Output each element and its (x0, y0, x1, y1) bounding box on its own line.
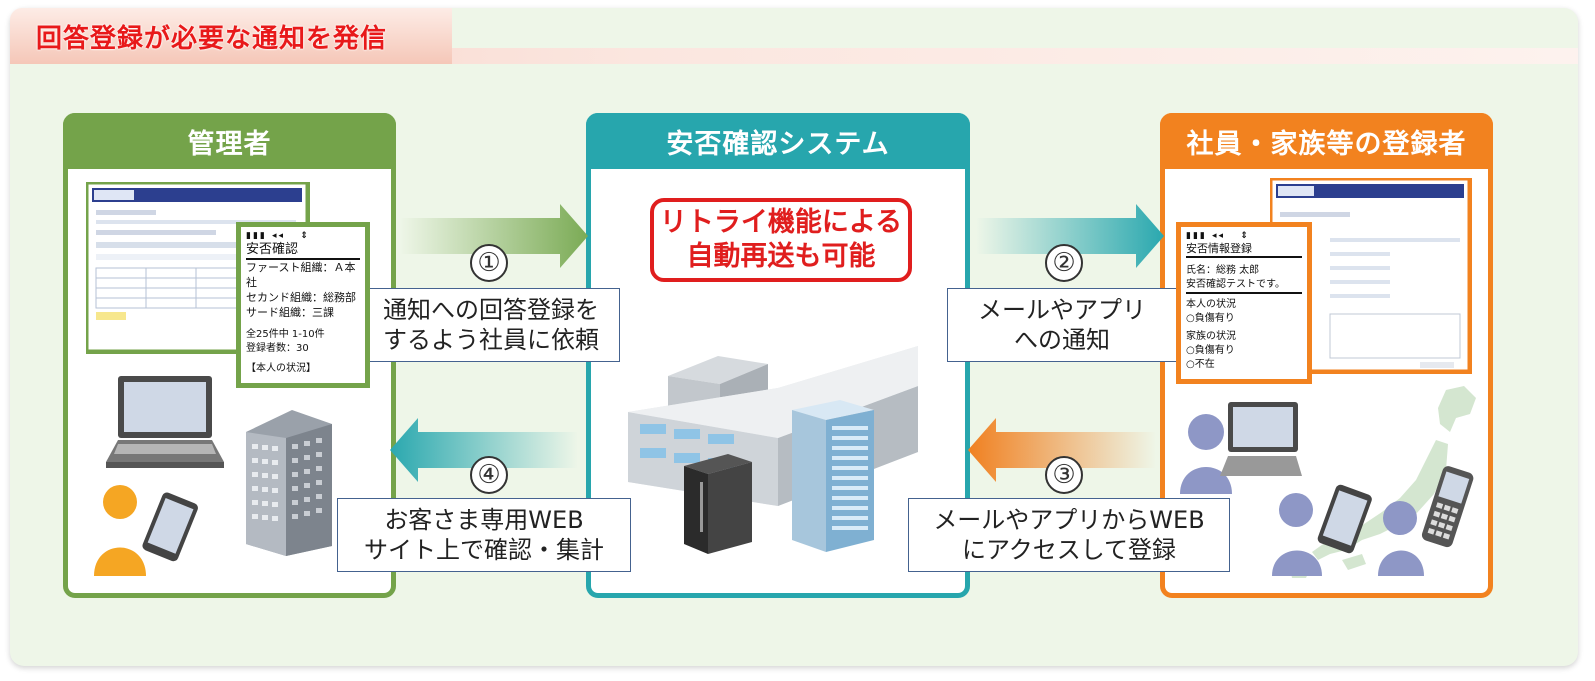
reg-phone-line-6: ○負傷有り (1186, 345, 1235, 356)
arrow-step4 (390, 418, 578, 482)
arrow-step3 (968, 418, 1156, 482)
registrant-panel-title: 社員・家族等の登録者 (1160, 113, 1493, 169)
step3-label-line2: にアクセスして登録 (961, 536, 1177, 564)
person-with-phone-icon (1378, 466, 1474, 576)
reg-phone-line-5: 家族の状況 (1186, 331, 1236, 342)
step1-label: 通知への回答登録を するよう社員に依頼 (362, 288, 620, 362)
step3-number: ③ (1045, 456, 1083, 494)
office-building-icon (246, 410, 332, 556)
datacenter-building-icon (628, 346, 918, 554)
registrant-phone-screen: ▮▮▮ ◂◂ ⇕ 安否情報登録 氏名：総務 太郎 安否確認テストです。 本人の状… (1176, 222, 1312, 384)
admin-phone-screen: ▮▮▮ ◂◂ ⇕ 安否確認 ファースト組織：Ａ本社 セカンド組織：総務部 サード… (236, 222, 370, 388)
system-panel-title: 安否確認システム (586, 113, 970, 169)
step1-number: ① (470, 244, 508, 282)
reg-phone-line-1: 氏名：総務 太郎 (1186, 265, 1260, 276)
admin-phone-line-1: ファースト組織：Ａ本社 (246, 261, 356, 289)
step3-label-line1: メールやアプリからWEB (933, 506, 1205, 534)
step4-label: お客さま専用WEB サイト上で確認・集計 (337, 498, 631, 572)
person-with-tablet-icon (1272, 484, 1372, 576)
title-tab: 回答登録が必要な通知を発信 (10, 8, 452, 64)
admin-phone-line-0: 安否確認 (246, 241, 360, 260)
admin-phone-line-5: 登録者数：30 (246, 343, 309, 354)
step1-label-line1: 通知への回答登録を (383, 296, 599, 324)
admin-phone-line-2: セカンド組織：総務部 (246, 291, 356, 304)
admin-panel-title: 管理者 (63, 113, 396, 169)
reg-phone-line-0: 安否情報登録 (1186, 241, 1302, 258)
person-with-tablet-icon (94, 485, 198, 576)
reg-phone-line-3: 本人の状況 (1186, 299, 1236, 310)
admin-phone-line-6: 【本人の状況】 (246, 363, 316, 374)
arrow-step1 (400, 204, 588, 268)
arrow-step2 (976, 204, 1164, 268)
reg-phone-line-7: ○不在 (1186, 359, 1215, 370)
person-with-laptop-icon (1180, 402, 1302, 494)
signal-icon: ▮▮▮ ◂◂ ⇕ (246, 231, 310, 241)
step2-number: ② (1045, 244, 1083, 282)
step4-label-line2: サイト上で確認・集計 (364, 536, 604, 564)
signal-icon: ▮▮▮ ◂◂ ⇕ (1186, 231, 1250, 241)
step1-label-line2: するよう社員に依頼 (383, 326, 599, 354)
step4-label-line1: お客さま専用WEB (384, 506, 584, 534)
retry-callout: リトライ機能による 自動再送も可能 (650, 198, 912, 282)
step3-label: メールやアプリからWEB にアクセスして登録 (908, 498, 1230, 572)
step2-label-line1: メールやアプリ (978, 296, 1146, 324)
step2-label: メールやアプリ への通知 (947, 288, 1177, 362)
laptop-icon (106, 376, 224, 468)
callout-line2: 自動再送も可能 (686, 241, 876, 272)
diagram-title: 回答登録が必要な通知を発信 (36, 23, 388, 54)
reg-phone-line-4: ○負傷有り (1186, 313, 1235, 324)
step2-label-line2: への通知 (1014, 326, 1110, 354)
step4-number: ④ (470, 456, 508, 494)
admin-phone-line-4: 全25件中 1-10件 (246, 329, 325, 340)
reg-phone-line-2: 安否確認テストです。 (1186, 278, 1302, 294)
admin-phone-line-3: サード組織：三課 (246, 306, 334, 319)
callout-line1: リトライ機能による (659, 207, 903, 238)
